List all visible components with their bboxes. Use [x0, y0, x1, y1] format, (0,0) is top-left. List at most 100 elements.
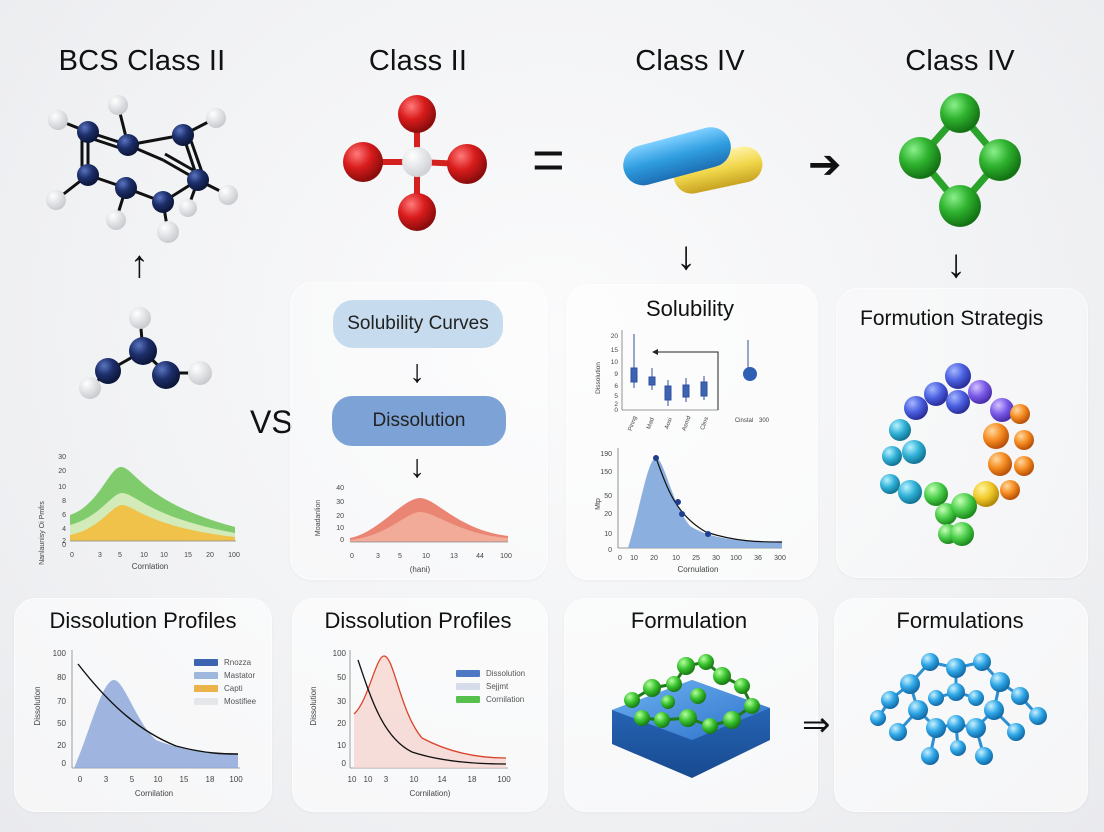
- chart-mid-small-xticks: 0 3 5 10 13 44 100: [350, 553, 512, 560]
- svg-text:0: 0: [62, 759, 67, 768]
- svg-text:10: 10: [336, 525, 344, 532]
- formulations-panel: [834, 598, 1088, 812]
- benzene-molecule-icon: [46, 95, 238, 243]
- chart-mid-small-ylabel: Moadanlion: [315, 500, 322, 536]
- svg-text:Clins: Clins: [700, 416, 710, 431]
- red-molecule-icon: [343, 95, 487, 231]
- svg-text:18: 18: [468, 775, 477, 784]
- svg-text:Dissolution: Dissolution: [595, 362, 602, 394]
- pill-solubility-curves[interactable]: Solubility Curves: [333, 300, 503, 348]
- svg-text:80: 80: [57, 673, 66, 682]
- formulations-title: Formulations: [896, 608, 1024, 633]
- blue-network-molecule-icon: [870, 653, 1047, 765]
- svg-text:10: 10: [160, 552, 168, 559]
- svg-text:10: 10: [58, 484, 66, 491]
- svg-text:Cornilation): Cornilation): [410, 789, 451, 798]
- svg-text:10: 10: [410, 775, 419, 784]
- svg-text:20: 20: [57, 741, 66, 750]
- svg-text:100: 100: [229, 775, 243, 784]
- svg-text:Cornilation: Cornilation: [135, 789, 173, 798]
- chart-solubility-curve: Mtp 190 150 50 20 10 0 0 10 20 10 25 30 …: [595, 448, 786, 574]
- arrow-down-icon-strategies: ↓: [946, 242, 966, 286]
- svg-text:10: 10: [672, 555, 680, 562]
- svg-text:20: 20: [337, 719, 346, 728]
- svg-text:100: 100: [500, 553, 512, 560]
- arrow-down-icon-flow-1: ↓: [409, 353, 425, 389]
- arrow-down-icon-solubility: ↓: [676, 234, 696, 278]
- svg-text:8: 8: [62, 498, 66, 505]
- svg-text:5: 5: [398, 553, 402, 560]
- vs-label: VS: [250, 404, 293, 440]
- svg-text:30: 30: [336, 499, 344, 506]
- chart-left-small-xticks: 0 3 5 10 10 15 20 100: [70, 552, 240, 559]
- dp2-legend: Dissolution Sejjmt Cornilation: [456, 667, 525, 706]
- svg-text:25: 25: [692, 555, 700, 562]
- svg-text:10: 10: [604, 531, 612, 538]
- svg-text:10: 10: [348, 775, 357, 784]
- svg-text:150: 150: [600, 469, 612, 476]
- left-area-yellow: [70, 505, 235, 541]
- svg-text:3: 3: [104, 775, 109, 784]
- svg-text:100: 100: [497, 775, 511, 784]
- svg-text:0: 0: [342, 759, 347, 768]
- rainbow-ring-molecule-icon: [880, 363, 1034, 546]
- svg-text:50: 50: [57, 719, 66, 728]
- dp2-title: Dissolution Profiles: [324, 608, 512, 633]
- svg-text:30: 30: [58, 454, 66, 461]
- svg-text:0: 0: [78, 775, 83, 784]
- svg-text:6: 6: [62, 512, 66, 519]
- svg-text:0: 0: [614, 407, 618, 414]
- svg-text:Cornulation: Cornulation: [678, 565, 719, 574]
- svg-text:100: 100: [53, 649, 67, 658]
- legend-item: Mostifiee: [194, 695, 256, 708]
- chart-solubility-box: Dissolution 20 15 10 9 6 5 2 0 Pinng Mad…: [595, 330, 770, 432]
- svg-text:10: 10: [337, 741, 346, 750]
- svg-text:Pinng: Pinng: [628, 415, 639, 431]
- svg-text:10: 10: [611, 359, 619, 366]
- title-class-iv-pill: Class IV: [635, 45, 745, 77]
- chart-mid-small-yticks: 40 30 20 10 0: [336, 485, 344, 544]
- svg-text:20: 20: [336, 513, 344, 520]
- svg-text:30: 30: [337, 697, 346, 706]
- green-ring-molecule-icon: [899, 93, 1021, 227]
- svg-text:100: 100: [333, 649, 347, 658]
- svg-text:36: 36: [754, 555, 762, 562]
- svg-text:15: 15: [184, 552, 192, 559]
- svg-text:300: 300: [759, 418, 770, 424]
- chart-left-small: Nanlaunisy Oi Pmfrs 30 20 10 8 6 4 2 0 0…: [39, 454, 240, 571]
- svg-text:0: 0: [70, 552, 74, 559]
- arrow-right-icon: ➔: [808, 143, 842, 187]
- svg-text:0: 0: [618, 555, 622, 562]
- svg-text:70: 70: [57, 697, 66, 706]
- svg-text:300: 300: [774, 555, 786, 562]
- svg-text:5: 5: [118, 552, 122, 559]
- svg-text:Dissolution: Dissolution: [309, 686, 318, 725]
- svg-text:Cinstal: Cinstal: [735, 418, 753, 424]
- svg-text:0: 0: [350, 553, 354, 560]
- svg-text:100: 100: [730, 555, 742, 562]
- chart-dp2: Dissolution 100 50 30 20 10 0 10 10 3 10…: [309, 649, 511, 798]
- svg-text:18: 18: [206, 775, 215, 784]
- dp1-legend: Rnozza Mastator Capti Mostifiee: [194, 656, 256, 708]
- svg-text:10: 10: [364, 775, 373, 784]
- svg-text:6: 6: [614, 383, 618, 390]
- capsule-pills-icon: [623, 127, 763, 194]
- chart-left-small-yticks: 30 20 10 8 6 4 2 0: [58, 454, 66, 549]
- svg-text:50: 50: [604, 493, 612, 500]
- svg-text:9: 9: [614, 371, 618, 378]
- svg-text:20: 20: [604, 511, 612, 518]
- svg-text:3: 3: [98, 552, 102, 559]
- arrow-down-icon-flow-2: ↓: [409, 448, 425, 484]
- svg-text:0: 0: [340, 537, 344, 544]
- dp1-title: Dissolution Profiles: [49, 608, 237, 633]
- tablet-with-molecules-icon: [612, 654, 770, 778]
- pill-dissolution[interactable]: Dissolution: [332, 396, 506, 446]
- legend-item: Mastator: [194, 669, 256, 682]
- dp1-panel: [14, 598, 272, 812]
- equals-sign: =: [532, 128, 565, 191]
- svg-text:0: 0: [62, 542, 66, 549]
- svg-text:2: 2: [614, 401, 618, 408]
- chart-mid-small-xlabel: (hani): [410, 565, 431, 574]
- svg-text:10: 10: [140, 552, 148, 559]
- svg-text:20: 20: [611, 333, 619, 340]
